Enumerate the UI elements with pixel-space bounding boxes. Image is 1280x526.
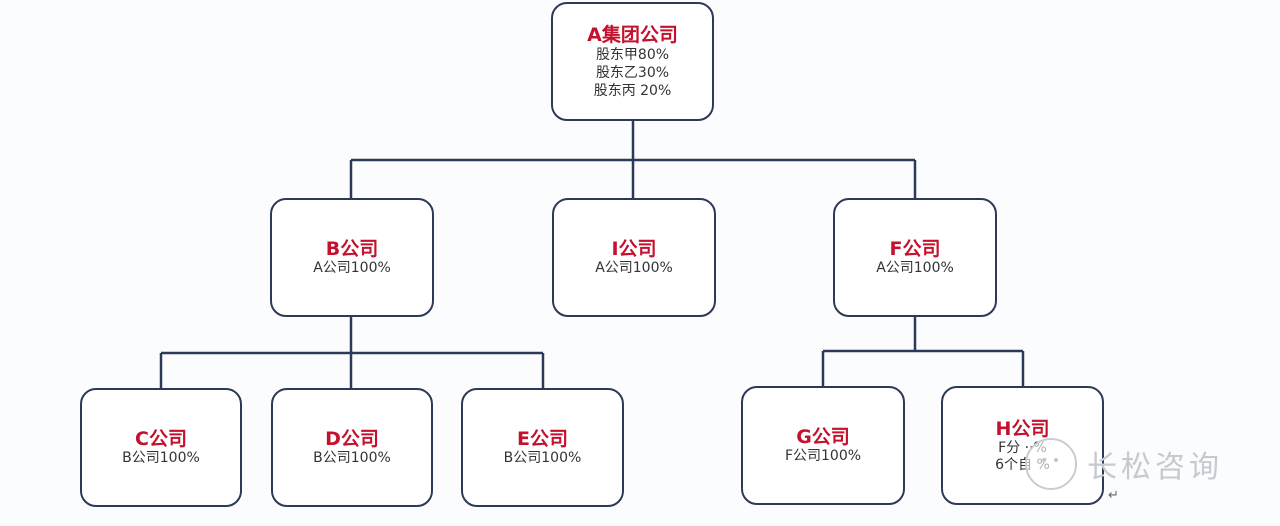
- shareholder-line: 股东乙30%: [595, 64, 670, 81]
- ownership-line: A公司100%: [595, 260, 673, 276]
- node-title: F公司: [889, 238, 941, 260]
- node-title: A集团公司: [587, 23, 678, 46]
- ownership-line: A公司100%: [313, 260, 391, 276]
- node-title: D公司: [325, 428, 379, 450]
- ownership-line: A公司100%: [876, 260, 954, 276]
- node-f-company: F公司 A公司100%: [833, 198, 997, 317]
- node-i-company: I公司 A公司100%: [552, 198, 716, 317]
- node-h-company: H公司 F分 ··% 6个自 %: [941, 386, 1104, 505]
- ownership-line: B公司100%: [313, 450, 391, 466]
- node-title: H公司: [995, 417, 1050, 440]
- ownership-line: B公司100%: [122, 450, 200, 466]
- node-title: G公司: [796, 426, 850, 448]
- node-b-company: B公司 A公司100%: [270, 198, 434, 317]
- ownership-line: B公司100%: [503, 450, 582, 466]
- watermark: 长松咨询: [1025, 438, 1223, 490]
- node-title: E公司: [517, 428, 568, 450]
- node-title: I公司: [611, 238, 657, 260]
- watermark-text: 长松咨询: [1087, 450, 1223, 485]
- smiley-face-icon: [1025, 438, 1077, 490]
- node-title: B公司: [325, 238, 379, 260]
- node-e-company: E公司 B公司100%: [461, 388, 624, 507]
- shareholder-line: 股东甲80%: [595, 46, 670, 63]
- node-c-company: C公司 B公司100%: [80, 388, 242, 507]
- node-title: C公司: [135, 428, 187, 450]
- return-mark-icon: ↵: [1108, 488, 1119, 503]
- node-g-company: G公司 F公司100%: [741, 386, 905, 505]
- ownership-line: F公司100%: [784, 448, 862, 464]
- node-d-company: D公司 B公司100%: [271, 388, 433, 507]
- node-a-group-company: A集团公司 股东甲80% 股东乙30% 股东丙 20%: [551, 2, 714, 121]
- shareholder-line: 股东丙 20%: [593, 82, 672, 99]
